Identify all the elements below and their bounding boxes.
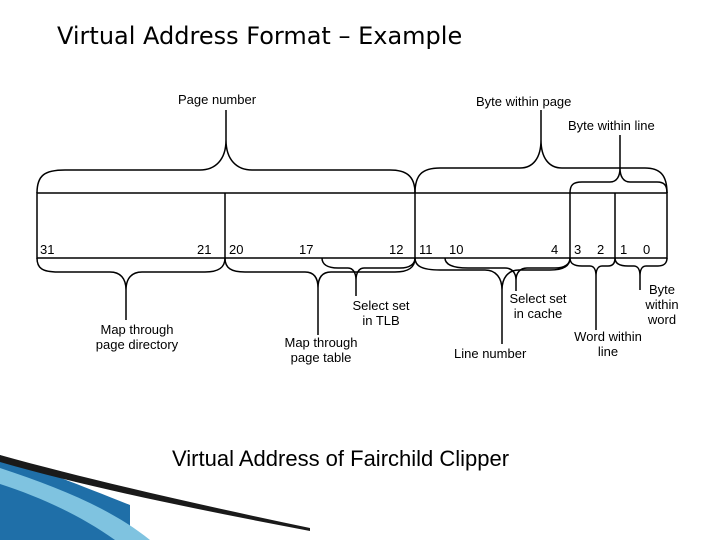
word-within-line-brace xyxy=(569,257,616,277)
page-number-label: Page number xyxy=(178,92,257,107)
byte-within-word-label: Byte within word xyxy=(645,282,679,327)
slide-title: Virtual Address Format – Example xyxy=(57,22,463,50)
bit-number-2: 2 xyxy=(597,242,605,257)
select-set-tlb-label: Select set in TLB xyxy=(352,298,410,328)
map-page-directory-label: Map through page directory xyxy=(95,322,179,352)
byte-within-page-label: Byte within page xyxy=(476,94,572,109)
bit-number-12: 12 xyxy=(389,242,404,257)
bit-number-21: 21 xyxy=(197,242,212,257)
select-set-tlb-brace xyxy=(321,257,416,281)
bit-number-20: 20 xyxy=(229,242,244,257)
bit-number-31: 31 xyxy=(40,242,55,257)
diagram-caption: Virtual Address of Fairchild Clipper xyxy=(172,446,510,471)
byte-within-page-brace xyxy=(414,139,668,194)
decorative-swoosh xyxy=(0,455,310,540)
select-set-cache-brace xyxy=(444,257,571,281)
byte-within-line-brace xyxy=(569,167,668,194)
line-number-label: Line number xyxy=(454,346,527,361)
select-set-cache-label: Select set in cache xyxy=(509,291,567,321)
bit-number-11: 11 xyxy=(419,242,433,257)
bit-number-0: 0 xyxy=(643,242,651,257)
bit-number-10: 10 xyxy=(449,242,464,257)
bit-number-4: 4 xyxy=(551,242,559,257)
line-number-brace xyxy=(414,257,571,291)
address-field-box xyxy=(36,192,668,259)
page-number-brace xyxy=(36,139,416,194)
page-table-brace xyxy=(224,257,416,289)
word-within-line-label: Word within line xyxy=(574,329,642,359)
bit-number-3: 3 xyxy=(574,242,582,257)
byte-within-line-label: Byte within line xyxy=(568,118,655,133)
byte-within-word-brace xyxy=(614,257,668,277)
map-page-table-label: Map through page table xyxy=(284,335,358,365)
bit-number-17: 17 xyxy=(299,242,314,257)
bit-number-1: 1 xyxy=(620,242,628,257)
page-directory-brace xyxy=(36,257,226,291)
